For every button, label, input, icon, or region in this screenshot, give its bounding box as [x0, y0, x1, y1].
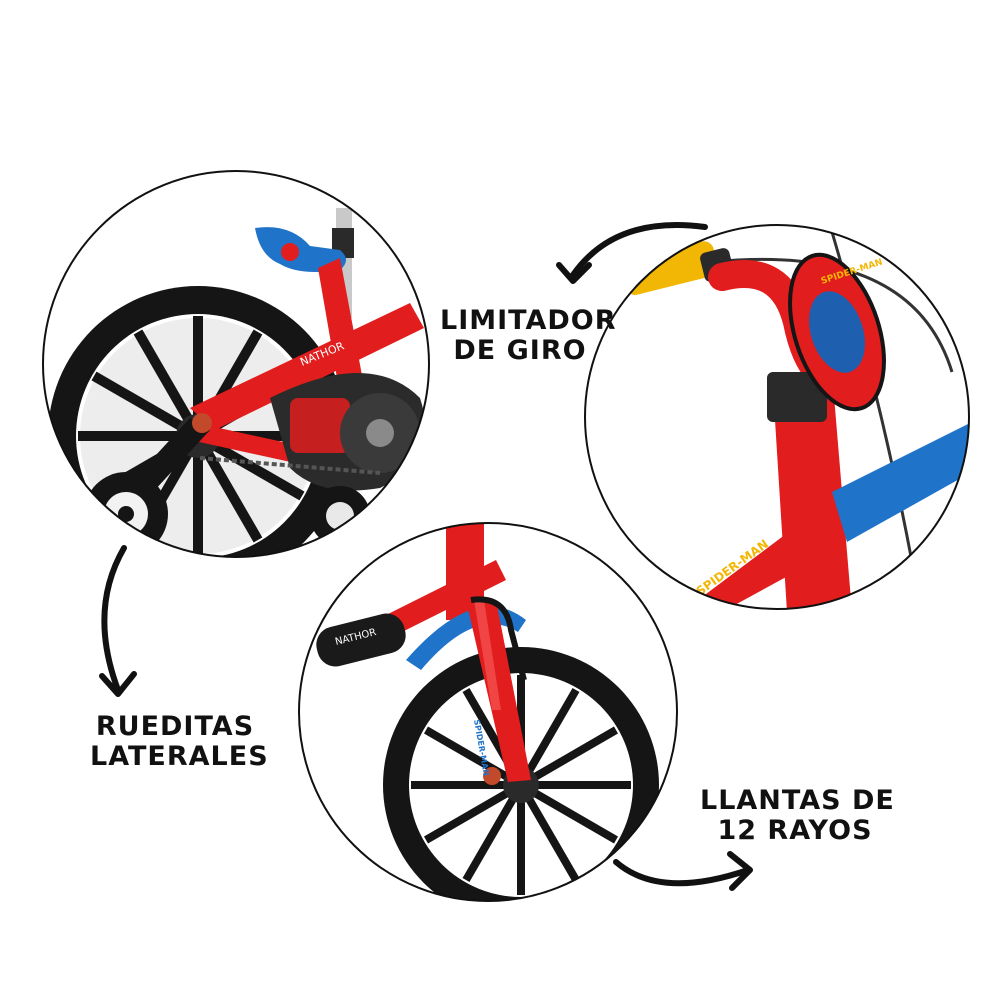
front-wheel-photo: NATHOR: [298, 522, 678, 902]
label-spoke-wheels: LLANTAS DE 12 RAYOS: [700, 785, 895, 846]
label-steering-limiter-line1: LIMITADOR: [440, 305, 617, 336]
handlebar-photo: SPIDER-MAN SPIDER-MAN: [584, 224, 970, 610]
label-steering-limiter-line2: DE GIRO: [453, 335, 587, 366]
label-spoke-wheels-line2: 12 RAYOS: [717, 815, 873, 846]
arrow-to-steering-limiter: [556, 222, 708, 284]
label-training-wheels: RUEDITAS LATERALES: [90, 711, 269, 772]
rear-wheel-photo: NATHOR: [42, 170, 430, 558]
arrow-to-training-wheels: [99, 545, 137, 697]
label-spoke-wheels-line1: LLANTAS DE: [700, 785, 895, 816]
label-steering-limiter: LIMITADOR DE GIRO: [440, 305, 617, 366]
arrow-to-spoke-wheels: [613, 851, 753, 891]
label-training-wheels-line2: LATERALES: [90, 741, 269, 772]
label-training-wheels-line1: RUEDITAS: [95, 711, 255, 742]
